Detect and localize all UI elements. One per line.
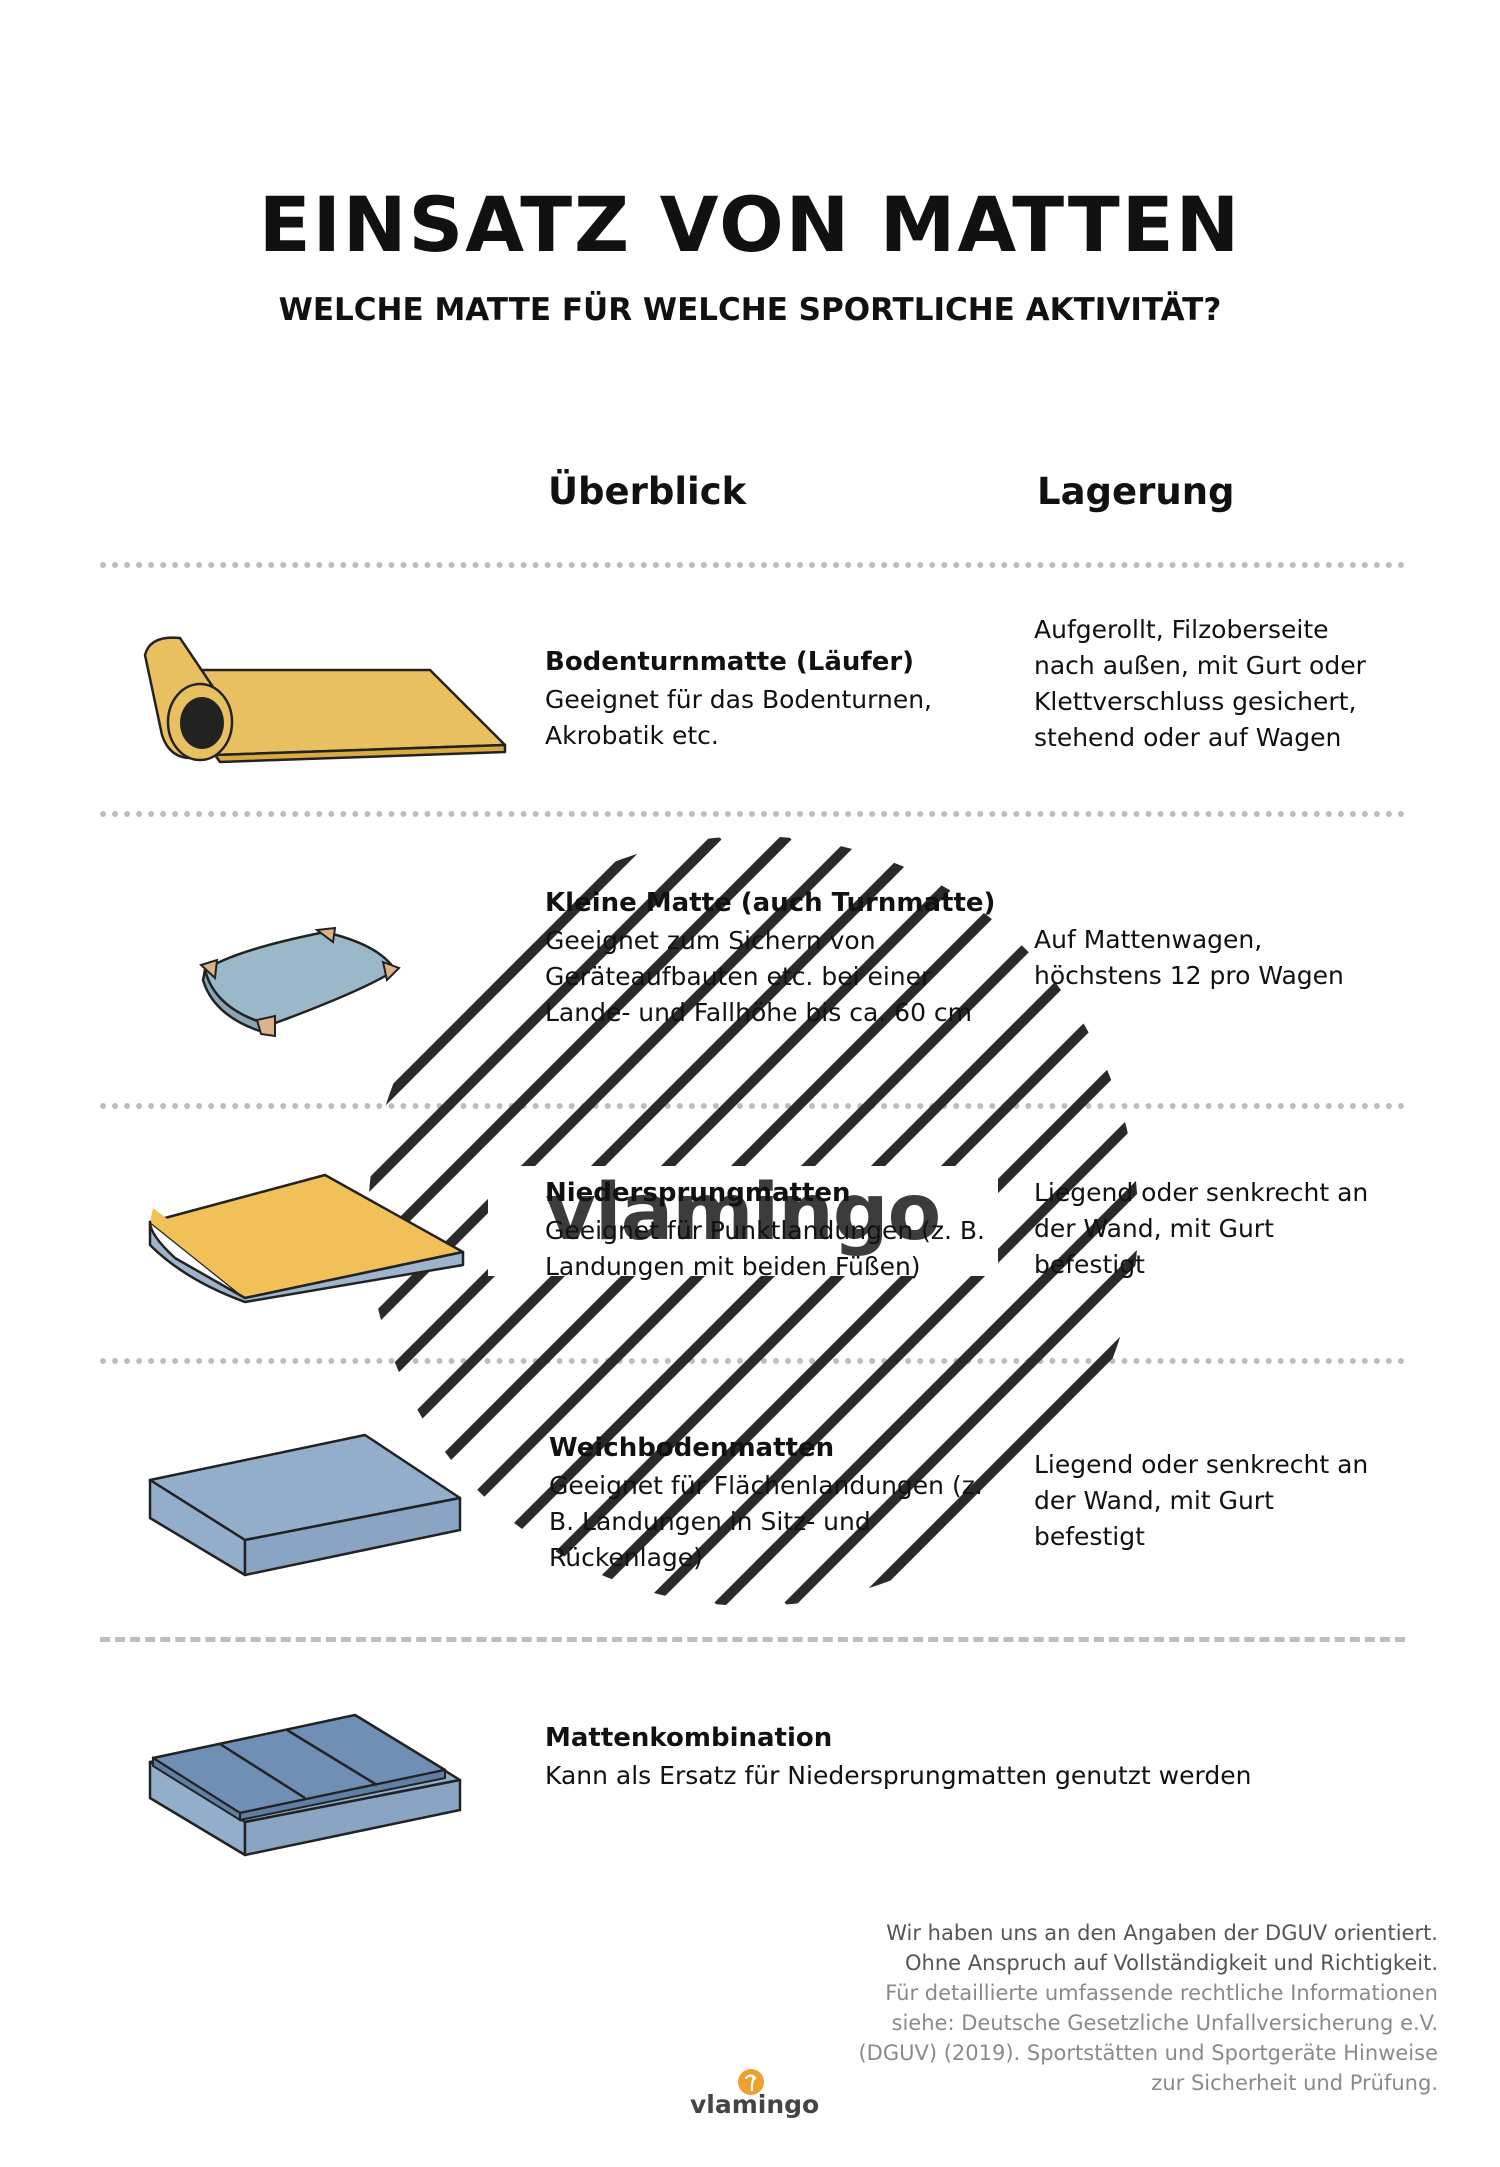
storage-bodenturnmatte: Aufgerollt, Filzoberseite nach außen, mi… xyxy=(1034,612,1366,756)
desc-line: B. Landungen in Sitz- und xyxy=(549,1507,871,1536)
row-desc-bodenturnmatte: Geeignet für das Bodenturnen, Akrobatik … xyxy=(545,682,932,754)
column-header-overview: Überblick xyxy=(548,470,747,513)
watermark-circle xyxy=(368,836,1138,1606)
storage-line: der Wand, mit Gurt xyxy=(1034,1214,1274,1243)
page-subtitle: WELCHE MATTE FÜR WELCHE SPORTLICHE AKTIV… xyxy=(278,292,1222,328)
storage-line: befestigt xyxy=(1034,1522,1145,1551)
storage-line: befestigt xyxy=(1034,1250,1145,1279)
row-title-kleine-matte: Kleine Matte (auch Turnmatte) xyxy=(545,888,996,918)
mat-combination-icon xyxy=(145,1710,470,1860)
row-title-mattenkombination: Mattenkombination xyxy=(545,1723,833,1753)
rolled-mat-icon xyxy=(140,630,510,770)
desc-line: Geeignet für Punktlandungen (z. B. xyxy=(545,1216,985,1245)
storage-line: Auf Mattenwagen, xyxy=(1034,925,1263,954)
divider xyxy=(100,1103,1405,1109)
desc-line: Geeignet für das Bodenturnen, xyxy=(545,685,932,714)
storage-weichbodenmatten: Liegend oder senkrecht an der Wand, mit … xyxy=(1034,1447,1368,1555)
desc-line: Kann als Ersatz für Niedersprungmatten g… xyxy=(545,1761,1252,1790)
row-desc-weichbodenmatten: Geeignet für Flächenlandungen (z. B. Lan… xyxy=(549,1468,983,1576)
storage-line: nach außen, mit Gurt oder xyxy=(1034,651,1366,680)
watermark-text: vlamingo xyxy=(545,1168,941,1258)
page-title: EINSATZ VON MATTEN xyxy=(258,180,1242,269)
storage-line: Liegend oder senkrecht an xyxy=(1034,1450,1369,1479)
footnote-line: Wir haben uns an den Angaben der DGUV or… xyxy=(886,1921,1438,1945)
column-header-storage: Lagerung xyxy=(1037,470,1235,513)
storage-line: stehend oder auf Wagen xyxy=(1034,723,1342,752)
row-desc-mattenkombination: Kann als Ersatz für Niedersprungmatten g… xyxy=(545,1758,1251,1794)
desc-line: Geeignet zum Sichern von xyxy=(545,926,876,955)
storage-line: der Wand, mit Gurt xyxy=(1034,1486,1274,1515)
soft-mat-icon xyxy=(145,1430,465,1580)
footnote-line: (DGUV) (2019). Sportstätten und Sportger… xyxy=(858,2041,1438,2065)
storage-line: höchstens 12 pro Wagen xyxy=(1034,961,1344,990)
desc-line: Akrobatik etc. xyxy=(545,721,719,750)
row-desc-kleine-matte: Geeignet zum Sichern von Geräteaufbauten… xyxy=(545,923,972,1031)
row-title-weichbodenmatten: Weichbodenmatten xyxy=(549,1433,835,1463)
footnote-line: Für detaillierte umfassende rechtliche I… xyxy=(885,1981,1438,2005)
footnote-line: Ohne Anspruch auf Vollständigkeit und Ri… xyxy=(905,1951,1438,1975)
desc-line: Lande- und Fallhöhe bis ca. 60 cm xyxy=(545,998,973,1027)
storage-niedersprungmatten: Liegend oder senkrecht an der Wand, mit … xyxy=(1034,1175,1368,1283)
desc-line: Landungen mit beiden Füßen) xyxy=(545,1252,921,1281)
footnote: Wir haben uns an den Angaben der DGUV or… xyxy=(798,1918,1438,2098)
row-title-niedersprungmatten: Niedersprungmatten xyxy=(545,1178,851,1208)
storage-kleine-matte: Auf Mattenwagen, höchstens 12 pro Wagen xyxy=(1034,922,1344,994)
divider xyxy=(100,562,1405,568)
flamingo-icon xyxy=(737,2068,765,2096)
divider xyxy=(100,1637,1405,1642)
row-title-bodenturnmatte: Bodenturnmatte (Läufer) xyxy=(545,647,915,677)
footnote-line: zur Sicherheit und Prüfung. xyxy=(1151,2071,1438,2095)
small-mat-icon xyxy=(195,920,405,1040)
desc-line: Geeignet für Flächenlandungen (z. xyxy=(549,1471,983,1500)
desc-line: Rückenlage) xyxy=(549,1543,703,1572)
brand-logo-text: vlamingo xyxy=(690,2090,820,2119)
storage-line: Liegend oder senkrecht an xyxy=(1034,1178,1369,1207)
row-desc-niedersprungmatten: Geeignet für Punktlandungen (z. B. Landu… xyxy=(545,1213,985,1285)
footnote-line: siehe: Deutsche Gesetzliche Unfallversic… xyxy=(891,2011,1438,2035)
storage-line: Klettverschluss gesichert, xyxy=(1034,687,1357,716)
divider xyxy=(100,811,1405,817)
landing-mat-icon xyxy=(145,1170,465,1305)
desc-line: Geräteaufbauten etc. bei einer xyxy=(545,962,932,991)
storage-line: Aufgerollt, Filzoberseite xyxy=(1034,615,1329,644)
